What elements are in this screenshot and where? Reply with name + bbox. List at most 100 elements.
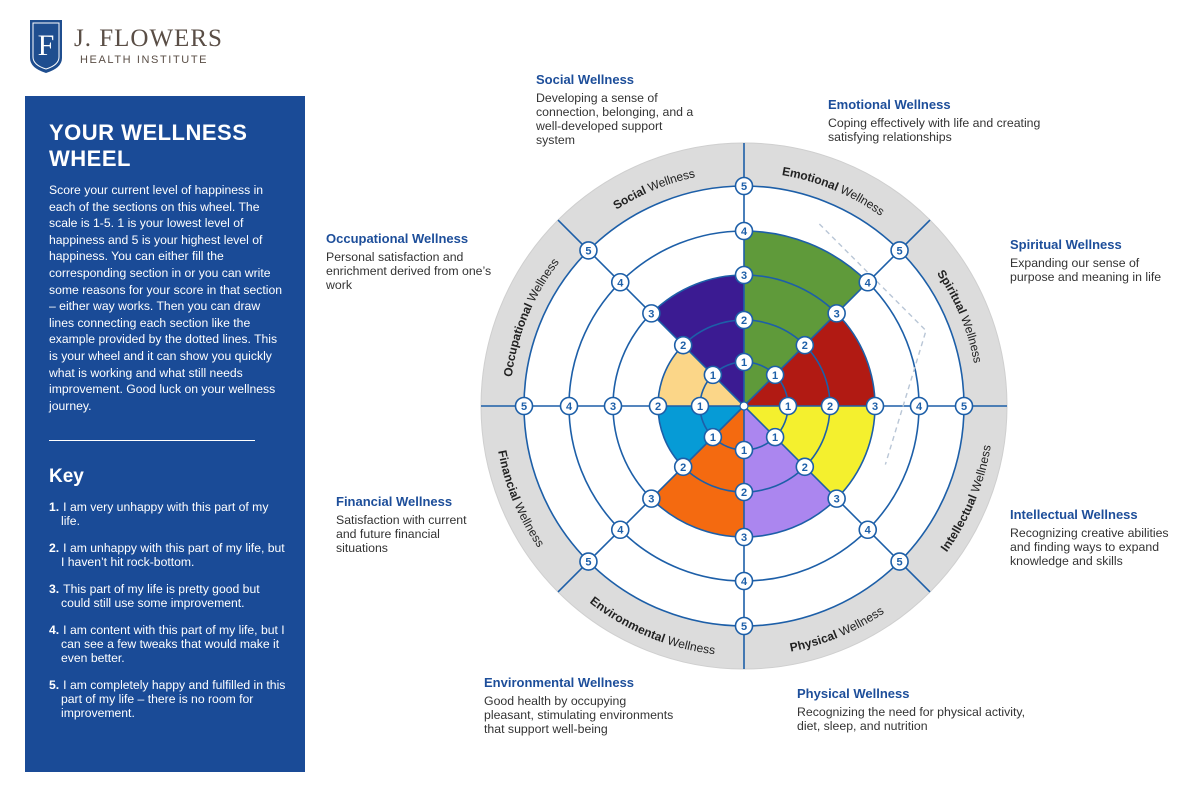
scale-marker (765, 427, 785, 447)
scale-label: 5 (521, 401, 527, 413)
desc-environmental: Environmental Wellness Good health by oc… (484, 675, 674, 736)
instructions-panel: YOUR WELLNESS WHEEL Score your current l… (25, 96, 305, 772)
scale-label: 1 (710, 370, 716, 382)
scale-marker (954, 396, 974, 416)
desc-title: Financial Wellness (336, 494, 453, 509)
key-number: 3. (49, 582, 60, 596)
desc-title: Physical Wellness (797, 686, 910, 701)
desc-spiritual: Spiritual Wellness Expanding our sense o… (1010, 237, 1180, 284)
scale-label: 1 (697, 401, 703, 413)
scale-marker (734, 527, 754, 547)
key-item: 1.I am very unhappy with this part of my… (49, 500, 287, 528)
scale-marker (610, 520, 630, 540)
scale-marker (734, 176, 754, 196)
desc-text: Developing a sense of connection, belong… (536, 91, 694, 147)
desc-title: Spiritual Wellness (1010, 237, 1122, 252)
panel-intro: Score your current level of happiness in… (49, 183, 283, 413)
desc-social: Social Wellness Developing a sense of co… (536, 72, 696, 147)
key-number: 4. (49, 623, 60, 637)
scale-marker (865, 396, 885, 416)
key-item: 2.I am unhappy with this part of my life… (49, 541, 287, 569)
scale-label: 5 (897, 245, 903, 257)
scale-marker (890, 552, 909, 571)
panel-title: YOUR WELLNESS WHEEL (49, 120, 248, 171)
key-item: 3.This part of my life is pretty good bu… (49, 582, 287, 610)
scale-label: 5 (585, 245, 591, 257)
scale-label: 2 (827, 401, 833, 413)
scale-label: 4 (865, 277, 872, 289)
desc-intellectual: Intellectual Wellness Recognizing creati… (1010, 507, 1190, 568)
scale-marker (734, 571, 754, 591)
scale-marker (673, 335, 693, 355)
key-number: 1. (49, 500, 60, 514)
scale-label: 3 (741, 270, 747, 282)
desc-title: Occupational Wellness (326, 231, 469, 246)
scale-marker (734, 440, 754, 460)
scale-marker (795, 457, 815, 477)
scale-marker (703, 427, 723, 447)
scale-marker (514, 396, 534, 416)
desc-emotional: Emotional Wellness Coping effectively wi… (828, 97, 1078, 144)
logo-name: J. FLOWERS (74, 25, 223, 52)
key-item: 5.I am completely happy and fulfilled in… (49, 678, 287, 720)
shield-logo-icon: F (30, 20, 62, 73)
scale-marker (734, 221, 754, 241)
scale-label: 3 (834, 308, 840, 320)
scale-label: 2 (741, 487, 747, 499)
desc-text: Good health by occupying pleasant, stimu… (484, 694, 674, 736)
scale-label: 2 (680, 462, 686, 474)
scale-marker (642, 304, 661, 323)
scale-marker (827, 489, 846, 508)
scale-label: 1 (772, 432, 778, 444)
scale-label: 3 (648, 308, 654, 320)
scale-label: 5 (961, 401, 967, 413)
key-text: I am content with this part of my life, … (61, 623, 285, 665)
scale-label: 4 (566, 401, 573, 413)
scale-label: 2 (802, 462, 808, 474)
scale-label: 5 (585, 557, 591, 569)
scale-label: 1 (741, 445, 747, 457)
scale-marker (890, 241, 909, 260)
key-text: This part of my life is pretty good but … (61, 582, 260, 610)
scale-label: 4 (865, 525, 872, 537)
desc-title: Intellectual Wellness (1010, 507, 1138, 522)
scale-marker (603, 396, 623, 416)
scale-marker (734, 265, 754, 285)
scale-label: 3 (872, 401, 878, 413)
scale-marker (579, 241, 598, 260)
scale-label: 4 (741, 576, 748, 588)
scale-label: 5 (741, 181, 747, 193)
scale-label: 1 (710, 432, 716, 444)
scale-marker (858, 520, 878, 540)
scale-label: 1 (785, 401, 791, 413)
panel-divider (49, 440, 255, 441)
segment-fill-financial (658, 406, 744, 467)
scale-label: 2 (655, 401, 661, 413)
scale-label: 1 (772, 370, 778, 382)
desc-title: Environmental Wellness (484, 675, 635, 690)
logo: F J. FLOWERS HEALTH INSTITUTE (28, 18, 223, 74)
scale-marker (673, 457, 693, 477)
scale-label: 2 (680, 340, 686, 352)
scale-marker (827, 304, 846, 323)
desc-title: Social Wellness (536, 72, 635, 87)
scale-marker (795, 335, 815, 355)
scale-marker (909, 396, 929, 416)
scale-marker (648, 396, 668, 416)
scale-marker (610, 272, 630, 292)
scale-marker (703, 365, 723, 385)
scale-label: 3 (610, 401, 616, 413)
center-dot (739, 401, 749, 411)
scale-marker (734, 310, 754, 330)
desc-occupational: Occupational Wellness Personal satisfact… (326, 231, 496, 292)
scale-marker (559, 396, 579, 416)
segment-fill-occupational (658, 345, 744, 406)
scale-marker (734, 482, 754, 502)
example-dotted-line (818, 223, 927, 465)
logo-subtitle: HEALTH INSTITUTE (80, 54, 209, 66)
logo-initial: F (38, 29, 55, 62)
scale-label: 4 (741, 226, 748, 238)
desc-physical: Physical Wellness Recognizing the need f… (797, 686, 1027, 733)
scale-marker (579, 552, 598, 571)
